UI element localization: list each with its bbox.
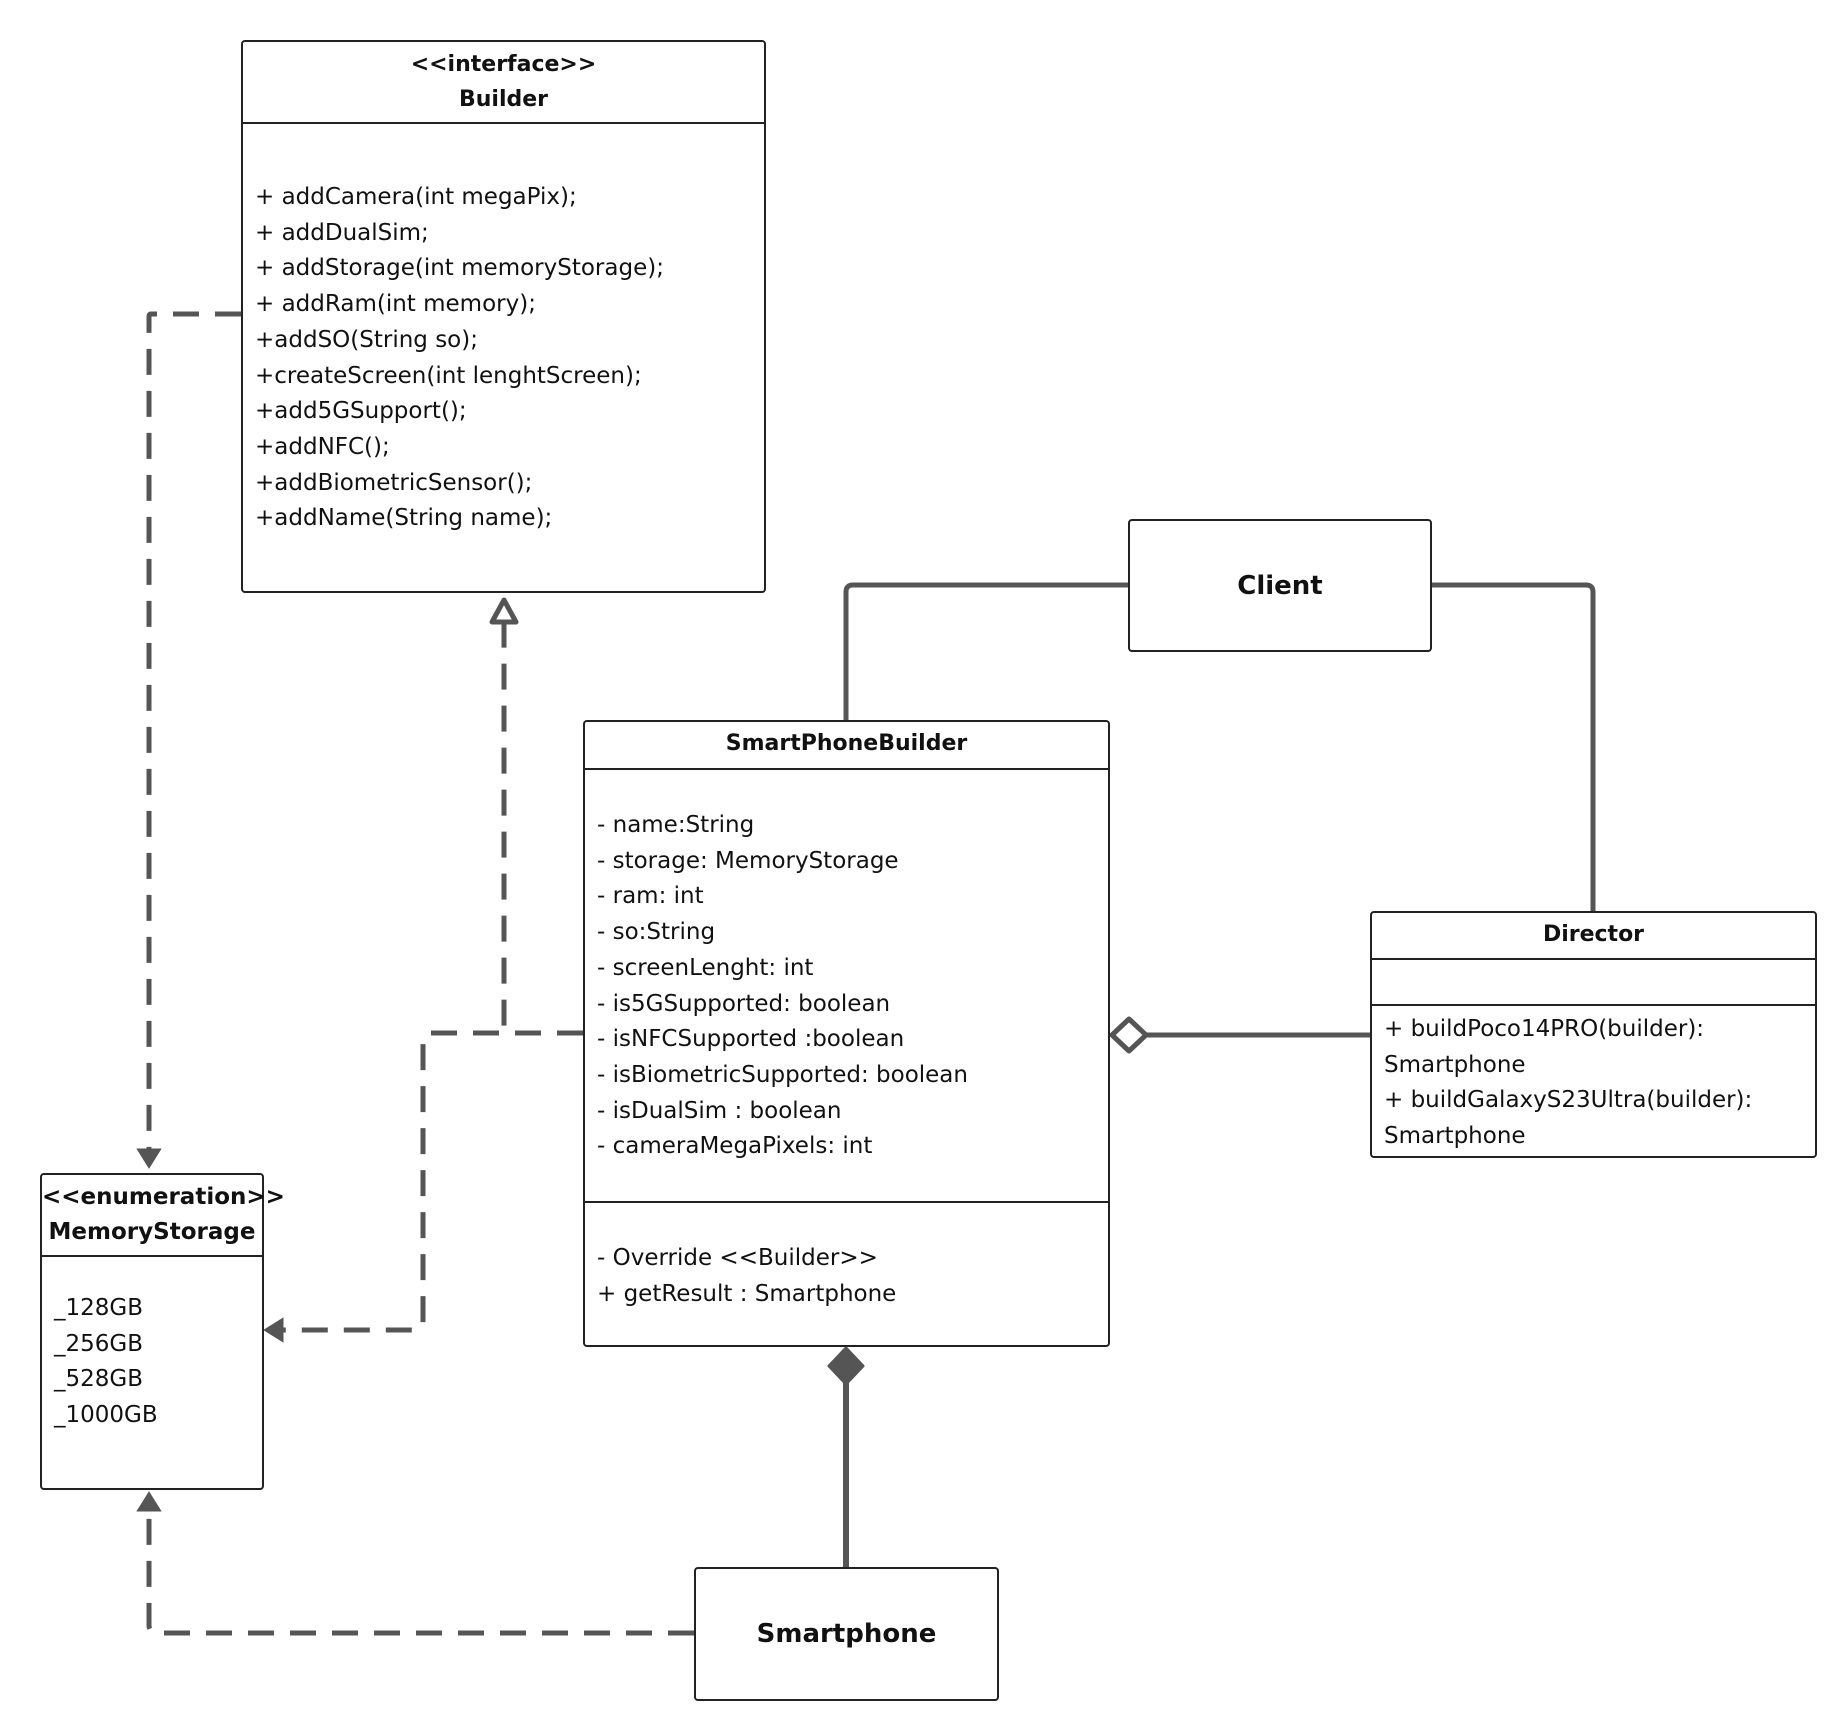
smartphonebuilder-attribute: - storage: MemoryStorage <box>597 847 899 874</box>
client-smartphonebuilder-association <box>843 582 1128 722</box>
builder-name: Builder <box>458 87 549 112</box>
smartphonebuilder-attribute: - so:String <box>597 919 716 946</box>
memorystorage-values: _128GB _256GB _528GB _1000GB <box>42 1257 262 1434</box>
smartphone-smartphonebuilder-composition <box>827 1346 865 1568</box>
smartphonebuilder-operations: - Override <<Builder>> + getResult : Sma… <box>585 1203 1108 1312</box>
smartphonebuilder-header: SmartPhoneBuilder <box>585 722 1108 770</box>
director-class[interactable]: Director + buildPoco14PRO(builder): Smar… <box>1370 911 1817 1158</box>
builder-operation: +add5GSupport(); <box>255 398 467 425</box>
smartphonebuilder-operation: + getResult : Smartphone <box>597 1280 897 1307</box>
memorystorage-header: <<enumeration>> MemoryStorage <box>42 1175 285 1257</box>
smartphonebuilder-attribute: - cameraMegaPixels: int <box>597 1133 873 1160</box>
memorystorage-name: MemoryStorage <box>48 1219 256 1245</box>
smartphone-class[interactable]: Smartphone <box>694 1567 999 1701</box>
memorystorage-value: _528GB <box>54 1366 144 1393</box>
smartphone-name: Smartphone <box>756 1619 937 1649</box>
smartphonebuilder-realizes-builder <box>489 597 583 1036</box>
memorystorage-enumeration-class[interactable]: <<enumeration>> MemoryStorage _128GB _25… <box>40 1173 285 1490</box>
memorystorage-value: _256GB <box>54 1330 144 1357</box>
smartphonebuilder-attributes: - name:String - storage: MemoryStorage -… <box>585 770 1108 1203</box>
builder-operation: +createScreen(int lenghtScreen); <box>255 362 642 389</box>
builder-operation: +addBiometricSensor(); <box>255 469 533 496</box>
builder-operation: + addStorage(int memoryStorage); <box>255 255 664 282</box>
builder-to-memorystorage-dependency <box>136 311 241 1169</box>
smartphonebuilder-class[interactable]: SmartPhoneBuilder - name:String - storag… <box>583 720 1110 1347</box>
client-class[interactable]: Client <box>1128 519 1432 652</box>
builder-operation: + addCamera(int megaPix); <box>255 184 577 210</box>
smartphonebuilder-attribute: - ram: int <box>597 883 704 910</box>
smartphonebuilder-name: SmartPhoneBuilder <box>725 731 968 756</box>
director-operation: + buildPoco14PRO(builder): Smartphone <box>1384 1016 1705 1078</box>
smartphonebuilder-attribute: - isBiometricSupported: boolean <box>597 1061 968 1088</box>
builder-operation: + addRam(int memory); <box>255 291 536 318</box>
smartphonebuilder-attribute: - screenLenght: int <box>597 954 814 981</box>
smartphonebuilder-attribute: - name:String <box>597 812 755 838</box>
director-attributes <box>1372 960 1815 1006</box>
builder-operations: + addCamera(int megaPix); + addDualSim; … <box>243 124 764 537</box>
smartphone-to-memorystorage-dependency <box>136 1491 694 1636</box>
client-name: Client <box>1237 570 1323 601</box>
smartphonebuilder-operation: - Override <<Builder>> <box>597 1245 878 1271</box>
memorystorage-value: _128GB <box>54 1295 144 1321</box>
smartphonebuilder-attribute: - isDualSim : boolean <box>597 1097 842 1124</box>
client-director-association <box>1431 582 1596 911</box>
builder-operation: + addDualSim; <box>255 219 429 246</box>
director-name: Director <box>1542 922 1645 947</box>
memorystorage-stereotype: <<enumeration>> <box>42 1184 285 1210</box>
smartphonebuilder-attribute: - isNFCSupported :boolean <box>597 1026 905 1053</box>
builder-interface-class[interactable]: <<interface>> Builder + addCamera(int me… <box>241 40 766 593</box>
builder-stereotype: <<interface>> <box>410 52 597 77</box>
director-smartphonebuilder-aggregation <box>1109 1016 1370 1054</box>
memorystorage-value: _1000GB <box>54 1402 158 1429</box>
director-operation: + buildGalaxyS23Ultra(builder): Smartpho… <box>1384 1087 1753 1150</box>
builder-header: <<interface>> Builder <box>243 42 764 124</box>
director-header: Director <box>1372 913 1815 960</box>
builder-operation: +addName(String name); <box>255 505 553 532</box>
smartphonebuilder-to-memorystorage-dependency <box>263 1030 583 1343</box>
builder-operation: +addNFC(); <box>255 433 390 460</box>
smartphonebuilder-attribute: - is5GSupported: boolean <box>597 990 891 1017</box>
director-operations: + buildPoco14PRO(builder): Smartphone + … <box>1372 1006 1815 1155</box>
builder-operation: +addSO(String so); <box>255 326 478 353</box>
